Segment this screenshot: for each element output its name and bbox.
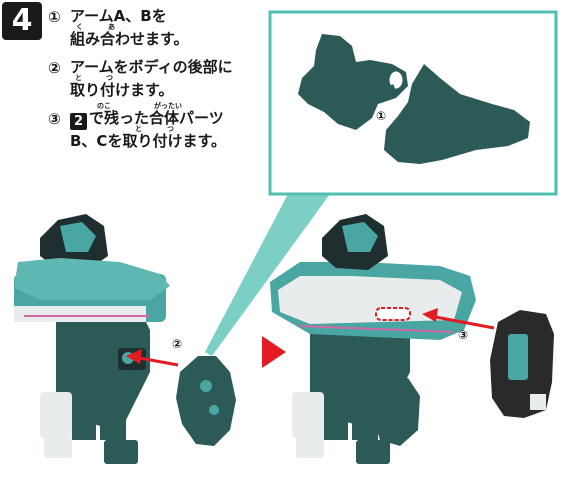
inset-arm-a: [298, 34, 408, 130]
instruction-line: 取り付けます。と つ: [70, 74, 280, 99]
right-robot-leg-left: [292, 392, 348, 458]
instruction-item: ① アームA、Bを組み合わせます。く あ: [48, 2, 280, 48]
callout-connector: [205, 194, 330, 356]
next-step-triangle: [262, 336, 286, 368]
inset-arrow: [356, 84, 395, 104]
left-robot: [14, 214, 170, 464]
right-chest-part: [490, 310, 554, 418]
furigana: のこ: [97, 102, 111, 110]
instruction-line: B、Cを取り付けます。と つ: [70, 125, 280, 150]
furigana: く: [76, 23, 83, 31]
step-number-badge: 4: [2, 2, 42, 40]
inline-step-badge: 2: [70, 113, 87, 130]
furigana: と: [135, 125, 142, 133]
instruction-text: 組み合わせます。: [70, 30, 189, 48]
instruction-text: で残った合体パーツ: [89, 109, 224, 127]
instruction-line: 組み合わせます。く あ: [70, 23, 280, 48]
left-arrow: [126, 349, 179, 367]
instruction-text: 取り付けます。: [70, 81, 174, 99]
right-arrow: [422, 308, 495, 330]
instruction-number: ①: [48, 8, 61, 26]
inset-step-label: ①: [376, 109, 386, 123]
right-robot-slot: [375, 307, 411, 321]
instruction-text: アームA、Bを: [70, 7, 167, 25]
instruction-number: ③: [48, 110, 61, 128]
instruction-number: ②: [48, 59, 61, 77]
furigana: つ: [106, 74, 113, 82]
instruction-text: B、Cを取り付けます。: [70, 132, 226, 150]
left-robot-leg-right: [100, 400, 138, 464]
instruction-line: アームをボディの後部に: [70, 53, 280, 76]
inset-arm-b: [384, 64, 530, 164]
left-arm-part: [176, 356, 236, 446]
instruction-line: アームA、Bを: [70, 2, 280, 25]
furigana: つ: [167, 125, 174, 133]
right-robot: [270, 214, 476, 464]
right-step-label: ③: [458, 328, 468, 342]
left-step-label: ②: [172, 337, 182, 351]
instruction-item: ② アームをボディの後部に取り付けます。と つ: [48, 53, 280, 99]
instruction-text: アームをボディの後部に: [70, 58, 233, 76]
furigana: あ: [108, 23, 115, 31]
furigana: と: [75, 74, 82, 82]
left-robot-leg-left: [40, 392, 96, 458]
furigana: がったい: [154, 102, 182, 110]
right-robot-leg-right: [352, 400, 390, 464]
